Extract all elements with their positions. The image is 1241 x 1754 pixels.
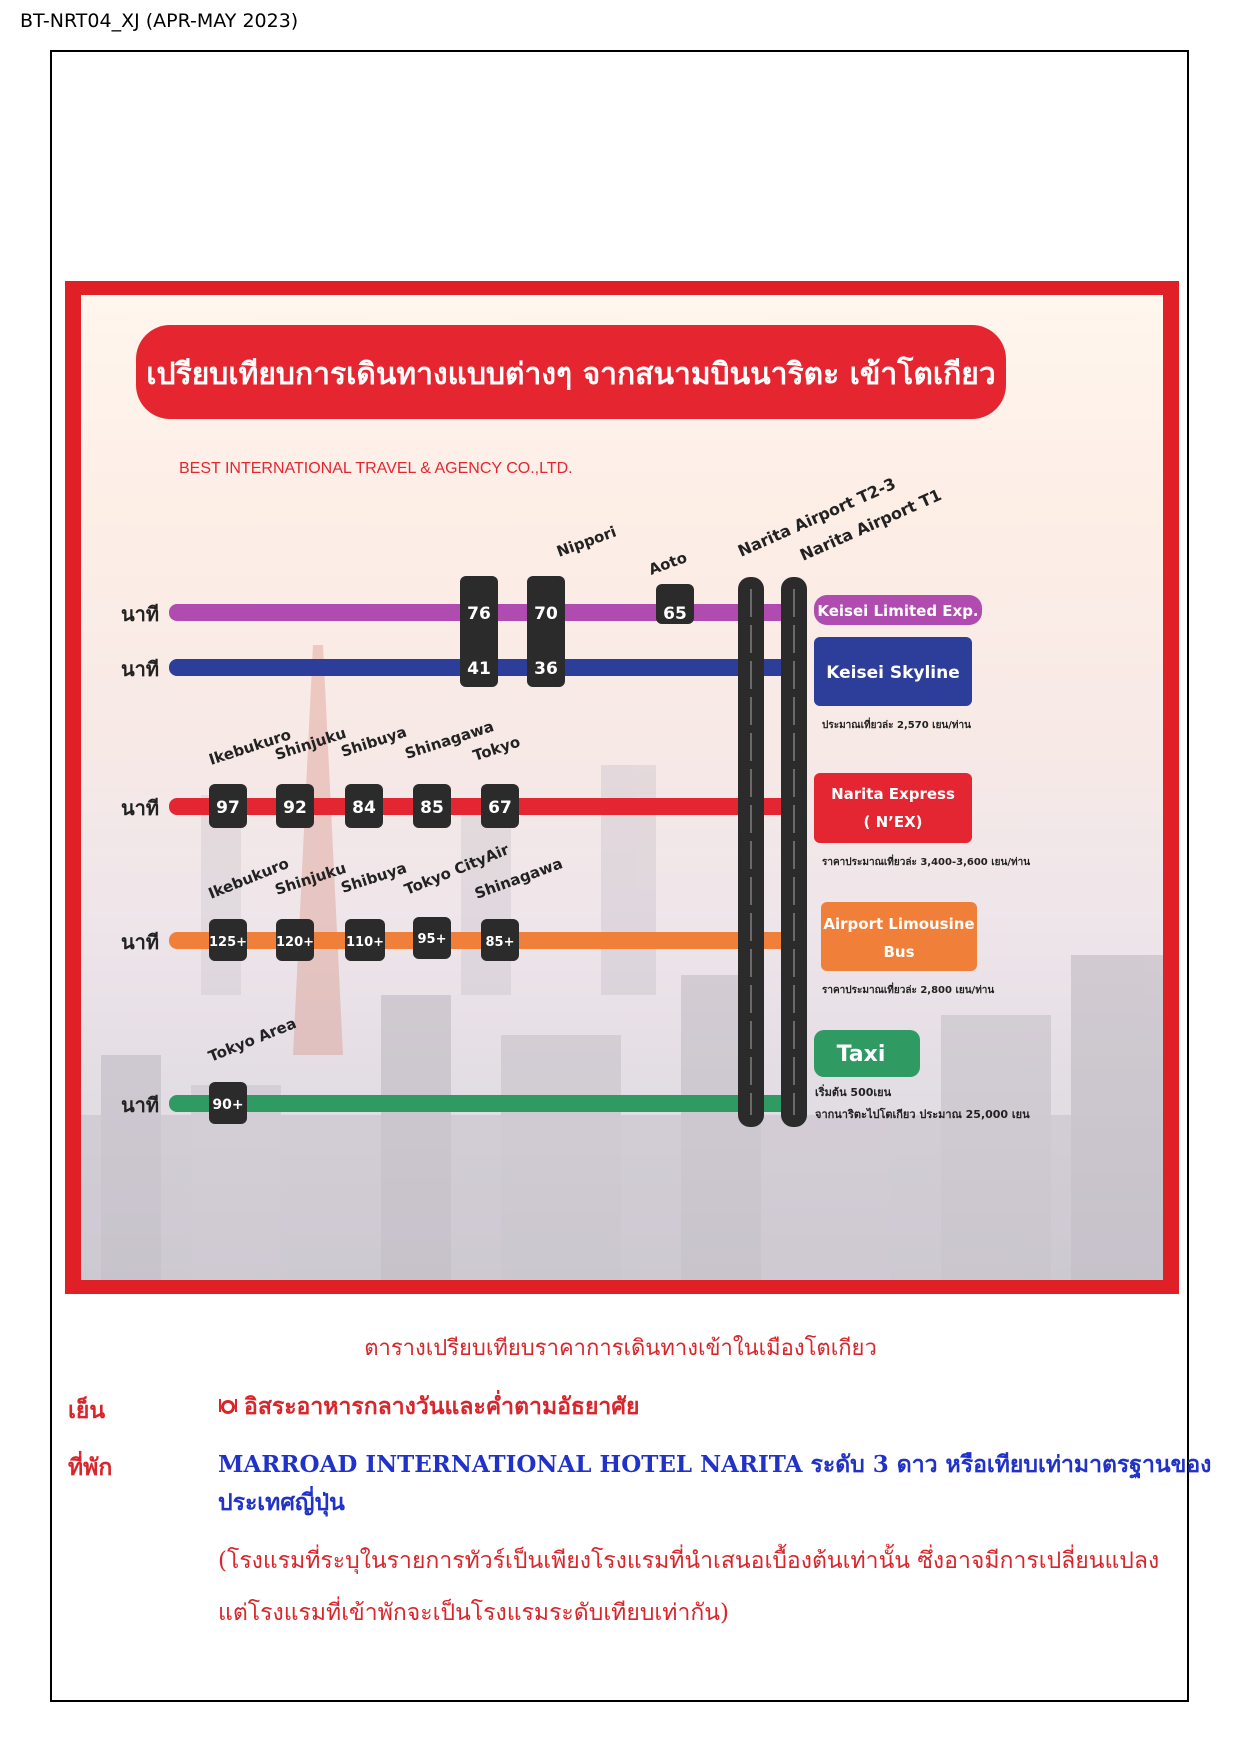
hotel-note-line1: (โรงแรมที่ระบุในรายการทัวร์เป็นเพียงโรงแ…: [218, 1548, 1160, 1574]
time-value: 110+: [346, 935, 384, 950]
hotel-note-line2: แต่โรงแรมที่เข้าพักจะเป็นโรงแรมระดับเทีย…: [218, 1600, 729, 1626]
time-value: 125+: [209, 935, 247, 950]
time-value: 85+: [486, 935, 515, 950]
infographic-canvas: เปรียบเทียบการเดินทางแบบต่างๆ จากสนามบิน…: [81, 295, 1163, 1280]
service-box-taxi: [814, 1030, 920, 1077]
hotel-name-line2: ประเทศญี่ปุ่น: [218, 1489, 345, 1516]
time-value: 85: [420, 798, 444, 818]
service-name: Keisei Limited Exp.: [817, 602, 978, 620]
service-price-line2: จากนาริตะไปโตเกียว ประมาณ 25,000 เยน: [815, 1107, 1030, 1121]
service-price: ราคาประมาณเที่ยวล่ะ 2,800 เยน/ท่าน: [822, 982, 994, 996]
time-value: 92: [283, 798, 307, 818]
stop-label: Shibuya: [339, 859, 409, 897]
time-value: 90+: [212, 1097, 243, 1113]
time-value: 41: [467, 659, 491, 679]
time-value: 36: [534, 659, 558, 679]
stop-label: Shibuya: [339, 723, 409, 761]
service-name-line2: ( N’EX): [864, 813, 923, 831]
stop-label: Nippori: [554, 523, 618, 561]
time-value: 120+: [276, 935, 314, 950]
dinner-value: อิสระอาหารกลางวันและค่ำตามอัธยาศัย: [218, 1388, 639, 1426]
limousine-bus-stops: [209, 917, 519, 961]
time-box: [209, 1082, 247, 1124]
dish-icon: [218, 1390, 238, 1414]
time-value: 67: [488, 798, 512, 818]
station-column: [527, 576, 565, 687]
document-code: BT-NRT04_XJ (APR-MAY 2023): [20, 10, 299, 32]
hotel-label: ที่พัก: [68, 1454, 113, 1481]
service-box-keisei-limited: [814, 595, 982, 625]
time-value: 95+: [418, 932, 447, 947]
service-name: Narita Express: [831, 785, 955, 803]
route-line-limousine-bus: [169, 932, 789, 949]
service-box-limousine-bus: [821, 902, 977, 971]
hotel-name-line1: MARROAD INTERNATIONAL HOTEL NARITA ระดับ…: [218, 1451, 1212, 1478]
service-box-keisei-skyline: [814, 637, 972, 706]
route-line-narita-express: [169, 798, 789, 815]
minute-label: นาที: [121, 657, 159, 681]
city-skyline-background: [81, 645, 1163, 1280]
travel-comparison-infographic: เปรียบเทียบการเดินทางแบบต่างๆ จากสนามบิน…: [65, 281, 1179, 1294]
route-line-taxi: [169, 1095, 789, 1112]
time-value: 65: [663, 604, 687, 624]
infographic-svg: เปรียบเทียบการเดินทางแบบต่างๆ จากสนามบิน…: [81, 325, 1163, 1280]
time-value: 84: [352, 798, 376, 818]
service-price: ราคาประมาณเที่ยวล่ะ 3,400-3,600 เยน/ท่าน: [822, 854, 1030, 868]
minute-label: นาที: [121, 930, 159, 954]
narita-express-stops: [209, 784, 519, 828]
title-banner: [136, 325, 1006, 419]
company-name: BEST INTERNATIONAL TRAVEL & AGENCY CO.,L…: [179, 460, 573, 477]
time-value: 76: [467, 604, 491, 624]
page-frame: [50, 50, 1189, 1702]
time-value: 70: [534, 604, 558, 624]
infographic-title: เปรียบเทียบการเดินทางแบบต่างๆ จากสนามบิน…: [146, 355, 995, 392]
stop-label: Aoto: [646, 548, 689, 578]
service-name: Taxi: [837, 1042, 886, 1067]
time-value: 97: [216, 798, 240, 818]
stop-label: Tokyo Area: [206, 1014, 299, 1066]
dinner-text: อิสระอาหารกลางวันและค่ำตามอัธยาศัย: [244, 1393, 640, 1420]
time-box: [656, 584, 694, 624]
service-box-narita-express: [814, 773, 972, 843]
minute-label: นาที: [121, 1093, 159, 1117]
service-name: Keisei Skyline: [826, 663, 960, 683]
minute-label: นาที: [121, 602, 159, 626]
service-name: Airport Limousine: [823, 915, 974, 933]
infographic-caption: ตารางเปรียบเทียบราคาการเดินทางเข้าในเมือ…: [364, 1336, 877, 1361]
service-name-line2: Bus: [883, 943, 914, 961]
minute-label: นาที: [121, 796, 159, 820]
service-price: เริ่มต้น 500เยน: [815, 1084, 892, 1099]
service-price: ประมาณเที่ยวล่ะ 2,570 เยน/ท่าน: [822, 717, 971, 731]
station-column: [460, 576, 498, 687]
dinner-label: เย็น: [68, 1397, 106, 1424]
